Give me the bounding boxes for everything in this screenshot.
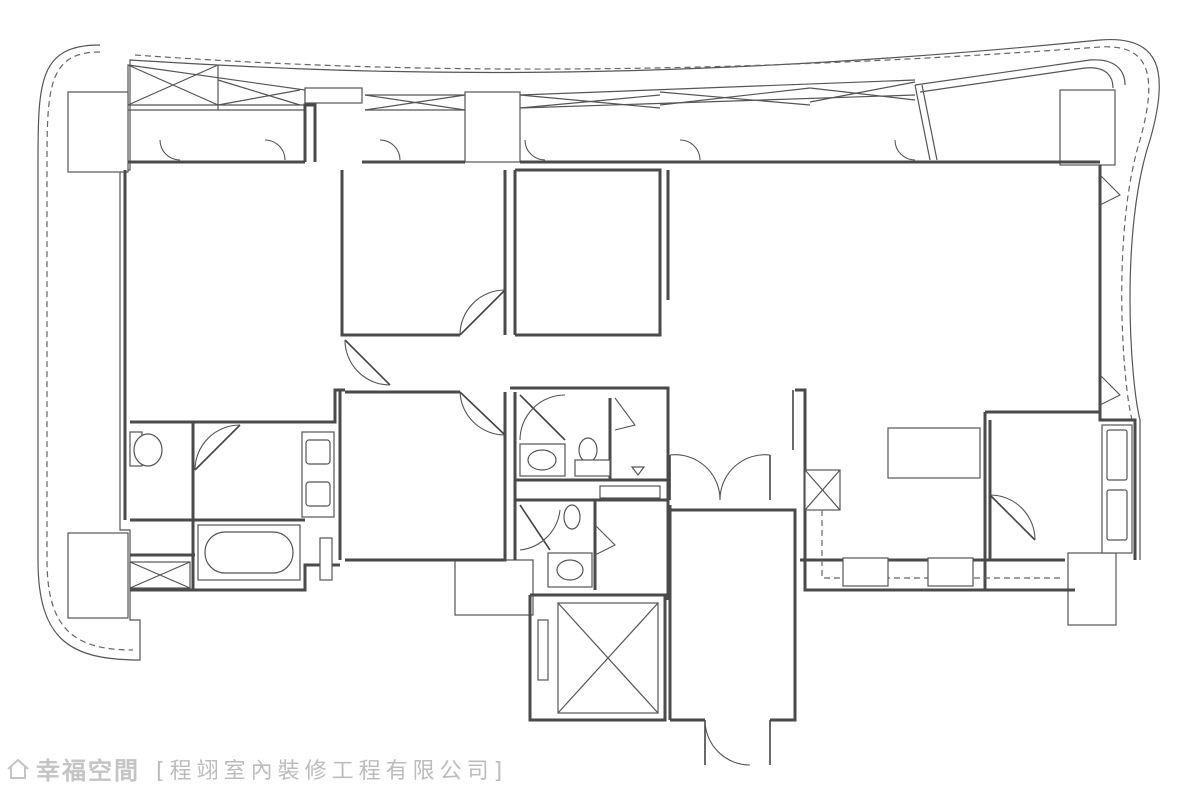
house-icon: [7, 758, 29, 779]
balcony-outline: [37, 38, 1160, 661]
bathroom-fixtures: [129, 431, 661, 589]
watermark: 幸福空間 [程翊室內裝修工程有限公司]: [6, 751, 507, 786]
watermark-brand: 幸福空間: [36, 757, 140, 785]
main-walls: [123, 103, 1137, 722]
top-window-band: [127, 59, 1126, 161]
doors: [159, 139, 1121, 766]
watermark-company: [程翊室內裝修工程有限公司]: [156, 758, 508, 784]
kitchen-fixtures: [804, 424, 1133, 587]
structural-columns: [67, 87, 1117, 626]
elevator-shaft: [537, 602, 659, 714]
